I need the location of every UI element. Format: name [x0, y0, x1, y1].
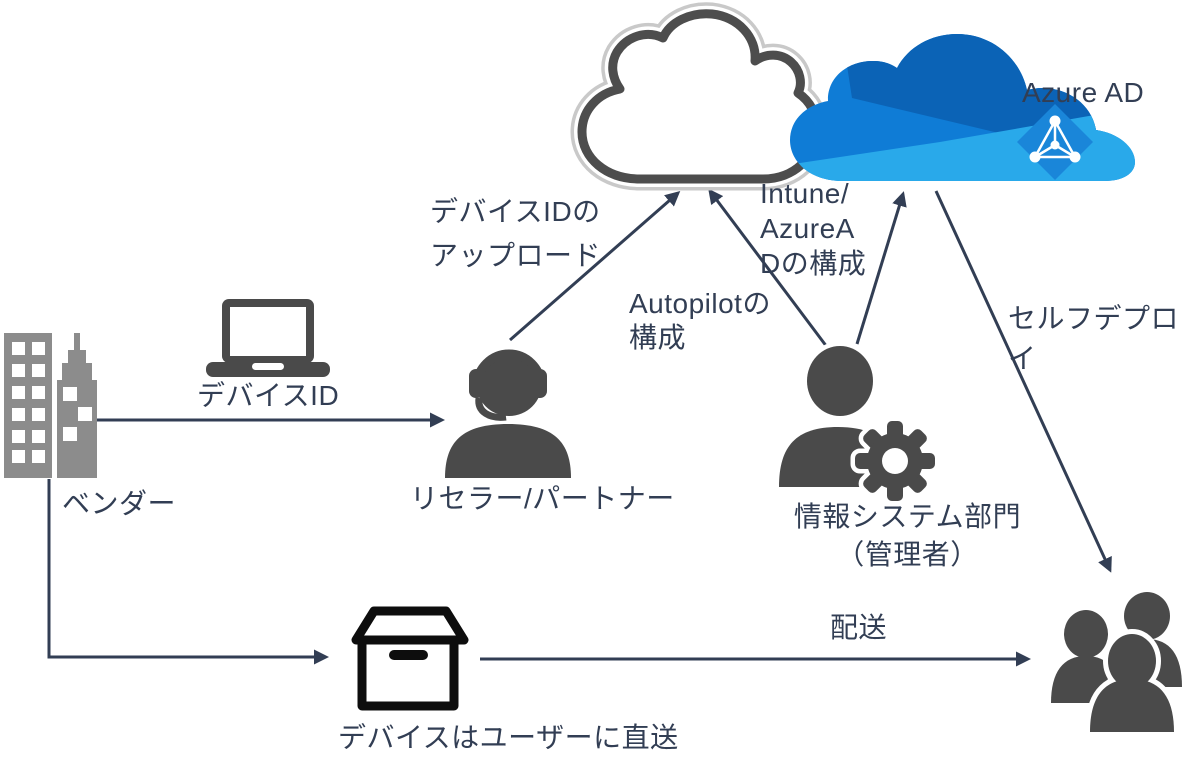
autopilot-cloud-icon	[570, 2, 829, 191]
device-id-label: デバイスID	[197, 380, 340, 411]
vendor-label: ベンダー	[62, 488, 177, 519]
direct-ship-label: デバイスはユーザーに直送	[338, 722, 679, 753]
reseller-partner-label: リセラー/パートナー	[410, 483, 675, 514]
arrow-itdept-to-autopilot-cloud	[708, 188, 829, 348]
package-box-icon	[351, 606, 469, 711]
device-id-upload-label: デバイスIDの アップロード	[430, 196, 602, 271]
intune-azuread-config-label: Intune/ AzureA Dの構成	[760, 178, 867, 279]
arrow-intune-cloud-to-users	[934, 190, 1112, 573]
arrow-reseller-to-autopilot-cloud	[509, 191, 681, 342]
arrow-vendor-to-box	[47, 479, 329, 665]
azure-ad-label: Azure AD	[1022, 77, 1145, 108]
laptop-icon	[202, 295, 334, 381]
users-group-icon	[1046, 587, 1187, 737]
azure-ad-icon	[1017, 104, 1093, 180]
arrow-itdept-to-intune-cloud	[855, 191, 907, 345]
delivery-label: 配送	[830, 612, 888, 643]
connector-arrows	[47, 188, 1112, 667]
gear-icon	[850, 416, 940, 506]
autopilot-config-label: Autopilotの 構成	[629, 288, 771, 353]
headset-person-icon	[440, 345, 576, 483]
it-department-label: 情報システム部門 （管理者）	[793, 501, 1022, 570]
vendor-building-icon	[4, 333, 97, 478]
admin-gear-person-icon	[774, 341, 940, 506]
self-deploy-label: セルフデプロイ	[1008, 303, 1180, 374]
